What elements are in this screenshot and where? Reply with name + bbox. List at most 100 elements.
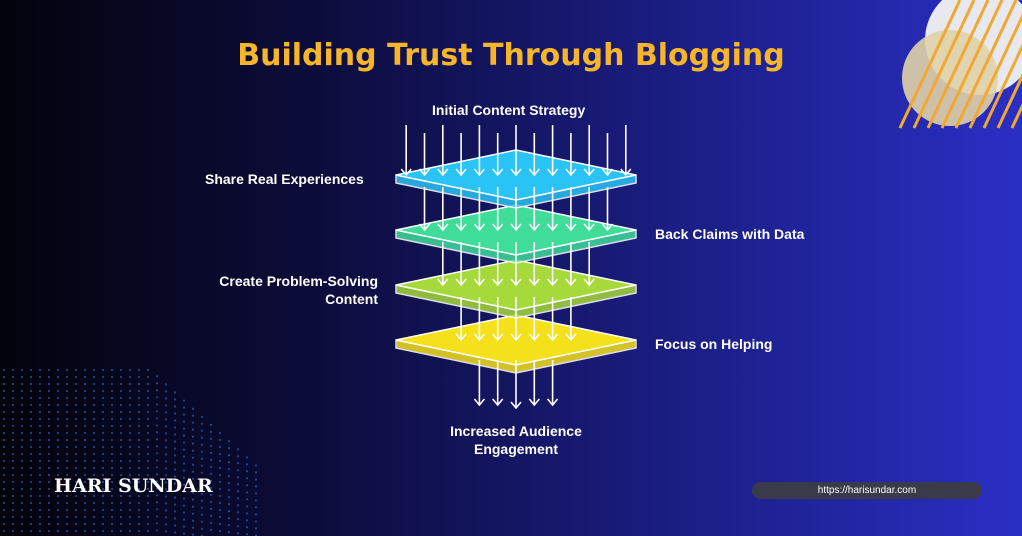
dot-pattern	[83, 445, 87, 449]
dot-pattern	[2, 508, 6, 512]
dot-pattern	[110, 487, 114, 491]
dot-pattern	[227, 482, 231, 485]
dot-pattern	[182, 434, 186, 437]
dot-pattern	[137, 396, 141, 400]
dot-pattern	[146, 529, 150, 533]
dot-pattern	[74, 529, 78, 533]
dot-pattern	[47, 368, 51, 372]
dot-pattern	[164, 516, 168, 519]
dot-pattern	[38, 368, 42, 372]
dot-pattern	[20, 438, 24, 442]
dot-pattern	[137, 522, 141, 526]
dot-pattern	[173, 391, 177, 394]
dot-pattern	[245, 463, 249, 466]
dot-pattern	[191, 470, 195, 473]
arrow-head	[437, 168, 449, 177]
dot-pattern	[56, 508, 60, 512]
arrow-head	[601, 168, 614, 177]
dot-pattern	[254, 492, 258, 495]
dot-pattern	[182, 483, 186, 486]
dot-pattern	[38, 445, 42, 449]
dot-pattern	[137, 480, 141, 484]
dot-pattern	[155, 403, 159, 406]
dot-pattern	[191, 491, 195, 494]
dot-pattern	[11, 459, 15, 463]
dot-pattern	[65, 508, 69, 512]
dot-pattern	[245, 526, 249, 529]
dot-pattern	[182, 406, 186, 409]
dot-pattern	[101, 410, 105, 414]
dot-pattern	[119, 529, 123, 533]
dot-pattern	[128, 487, 132, 491]
dot-pattern	[110, 382, 114, 386]
dot-pattern	[155, 459, 159, 462]
dot-pattern	[74, 508, 78, 512]
dot-pattern	[128, 438, 132, 442]
dot-pattern	[83, 466, 87, 470]
dot-pattern	[38, 375, 42, 379]
dot-pattern	[56, 431, 60, 435]
dot-pattern	[38, 417, 42, 421]
dot-pattern	[254, 513, 258, 516]
dot-pattern	[47, 417, 51, 421]
dot-pattern	[200, 520, 204, 523]
dot-pattern	[155, 466, 159, 469]
dot-pattern	[110, 508, 114, 512]
dot-pattern	[38, 403, 42, 407]
dot-pattern	[110, 396, 114, 400]
dot-pattern	[47, 382, 51, 386]
dot-pattern	[119, 487, 123, 491]
dot-pattern	[254, 485, 258, 488]
dot-pattern	[83, 438, 87, 442]
decor-stripe	[968, 13, 1022, 129]
dot-pattern	[218, 487, 222, 491]
arrow-head	[473, 333, 486, 342]
dot-pattern	[2, 515, 6, 519]
dot-pattern	[83, 452, 87, 456]
dot-pattern	[218, 522, 222, 526]
arrow-head	[455, 223, 467, 232]
output-label: Increased Audience Engagement	[450, 423, 582, 457]
dot-pattern	[11, 431, 15, 435]
arrow-head	[583, 168, 595, 177]
dot-pattern	[200, 492, 204, 495]
dot-pattern	[20, 431, 24, 435]
dot-pattern	[236, 483, 240, 486]
dot-pattern	[38, 515, 42, 519]
dot-pattern	[137, 368, 141, 372]
dot-pattern	[92, 396, 96, 400]
arrow-head	[583, 223, 595, 232]
dot-pattern	[164, 502, 168, 505]
dot-pattern	[191, 435, 195, 438]
dot-pattern	[155, 487, 159, 490]
dot-pattern	[74, 501, 78, 505]
dot-pattern	[56, 417, 60, 421]
dot-pattern	[74, 515, 78, 519]
dot-pattern	[101, 487, 105, 491]
dot-pattern	[65, 473, 69, 477]
dot-pattern	[110, 529, 114, 533]
arrow-head	[546, 223, 559, 232]
dot-pattern	[47, 445, 51, 449]
dot-pattern	[254, 506, 258, 509]
dot-pattern	[101, 368, 105, 372]
dot-pattern	[74, 368, 78, 372]
dot-pattern	[101, 403, 105, 407]
dot-pattern	[128, 508, 132, 512]
dot-pattern	[101, 515, 105, 519]
arrow-head	[510, 401, 522, 410]
dot-pattern	[128, 522, 132, 526]
dot-pattern	[164, 397, 168, 400]
dot-pattern	[101, 445, 105, 449]
dot-pattern	[164, 383, 168, 386]
dot-pattern	[155, 417, 159, 420]
dot-pattern	[182, 532, 186, 535]
dot-pattern	[83, 529, 87, 533]
dot-pattern	[209, 465, 213, 468]
website-url[interactable]: https://harisundar.com	[752, 482, 982, 499]
dot-pattern	[56, 487, 60, 491]
decor-stripe	[940, 0, 1004, 129]
dot-pattern	[29, 515, 33, 519]
dot-pattern	[173, 447, 177, 450]
